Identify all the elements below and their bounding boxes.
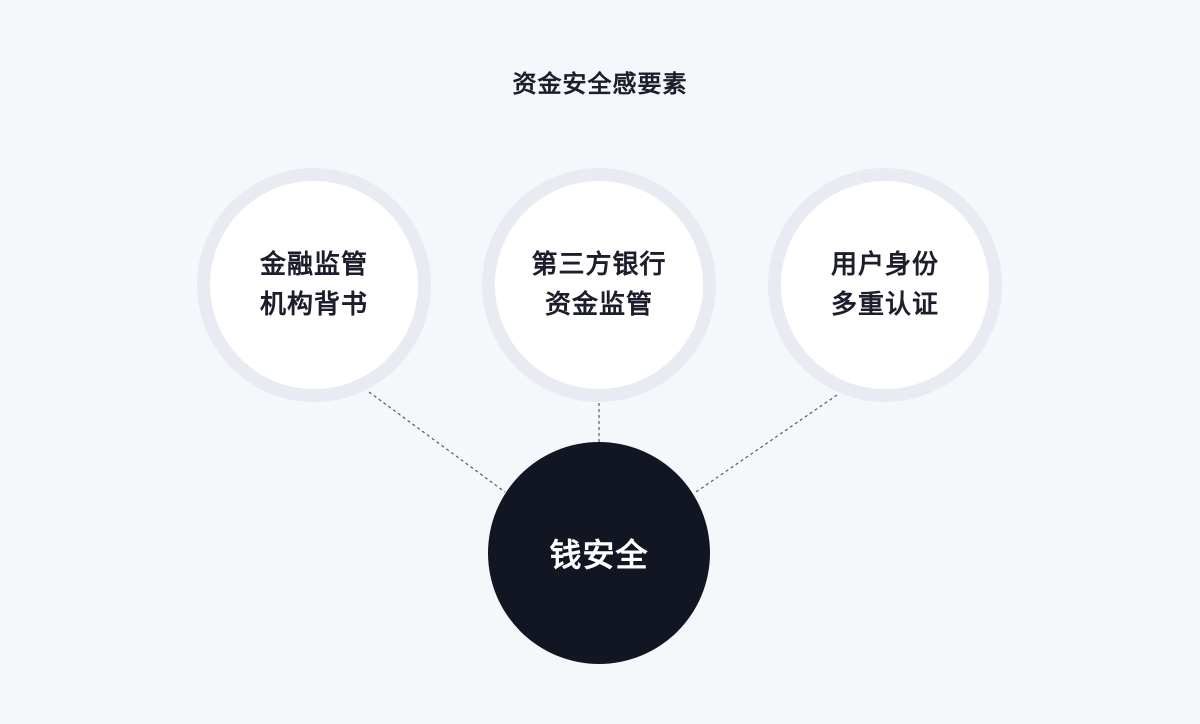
connector-left xyxy=(368,391,506,493)
center-node-money-safety: 钱安全 xyxy=(488,442,710,664)
node-inner: 用户身份 多重认证 xyxy=(781,181,989,389)
node-identity-verification: 用户身份 多重认证 xyxy=(768,168,1002,402)
node-inner: 金融监管 机构背书 xyxy=(210,181,418,389)
node-inner: 第三方银行 资金监管 xyxy=(495,181,703,389)
node-label-line2: 机构背书 xyxy=(259,290,368,320)
center-label: 钱安全 xyxy=(549,536,649,574)
diagram-title: 资金安全感要素 xyxy=(512,70,688,98)
node-bank-custody: 第三方银行 资金监管 xyxy=(482,168,716,402)
node-label-line2: 资金监管 xyxy=(544,290,653,320)
connector-right xyxy=(695,394,838,493)
node-label-line1: 用户身份 xyxy=(830,250,939,280)
node-label-line1: 第三方银行 xyxy=(531,250,667,280)
node-financial-regulation: 金融监管 机构背书 xyxy=(197,168,431,402)
node-label-line1: 金融监管 xyxy=(259,250,368,280)
node-label-line2: 多重认证 xyxy=(830,290,939,320)
